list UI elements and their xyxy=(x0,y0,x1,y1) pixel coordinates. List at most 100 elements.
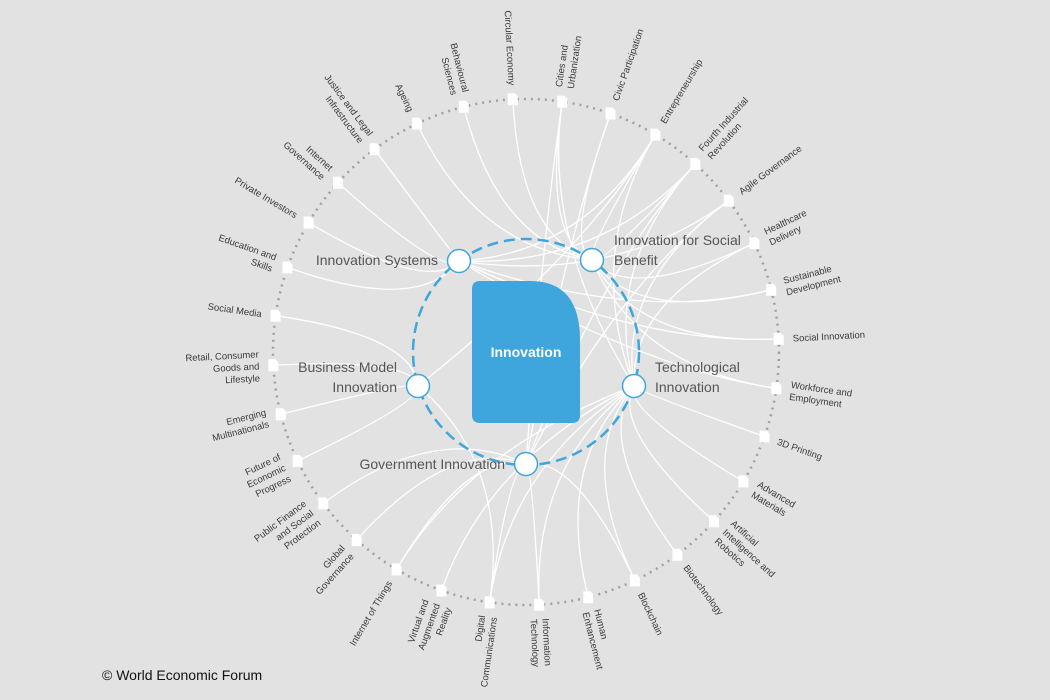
topic-node[interactable]: Biotechnology xyxy=(672,548,726,618)
topic-label-line: Internet of Things xyxy=(348,579,395,648)
document-icon xyxy=(534,598,545,611)
topic-link xyxy=(591,259,772,303)
topic-node[interactable]: Public Financeand SocialProtection xyxy=(252,497,329,564)
topic-node[interactable]: GlobalGovernance xyxy=(305,534,362,597)
topic-label: BehaviouralSciences xyxy=(436,42,471,97)
topic-node[interactable]: Private Investors xyxy=(232,175,314,229)
topic-link xyxy=(625,163,696,387)
topic-label: Virtual andAugmentedReality xyxy=(405,598,454,656)
topic-label: Biotechnology xyxy=(681,563,726,618)
topic-link xyxy=(356,457,527,541)
document-icon xyxy=(749,237,760,250)
document-icon xyxy=(766,283,777,296)
topic-label: Public Financeand SocialProtection xyxy=(252,499,323,564)
topic-node[interactable]: SustainableDevelopment xyxy=(766,262,842,298)
topic-node[interactable]: Blockchain xyxy=(629,574,665,637)
topic-node[interactable]: Entrepreneurship xyxy=(650,58,705,141)
document-icon xyxy=(275,408,286,421)
topic-node[interactable]: InformationTechnology xyxy=(527,598,553,668)
document-icon xyxy=(759,430,770,443)
topic-node[interactable]: Workforce andEmployment xyxy=(771,380,853,412)
hub-node-sys[interactable] xyxy=(446,248,472,274)
topic-node[interactable]: Agile Governance xyxy=(723,143,805,207)
topic-label-line: Ageing xyxy=(392,82,415,113)
topic-label: Social Innovation xyxy=(792,330,865,345)
topic-node[interactable]: EmergingMultinationals xyxy=(208,408,286,445)
topic-label: Civic Participation xyxy=(611,28,647,103)
topic-label: Social Media xyxy=(207,301,263,320)
center-title: Innovation xyxy=(491,344,562,360)
topic-label-line: Biotechnology xyxy=(681,563,726,618)
topic-link xyxy=(525,462,636,581)
topic-node[interactable]: HumanEnhancement xyxy=(580,591,617,671)
topic-node[interactable]: BehaviouralSciences xyxy=(436,42,471,113)
topic-node[interactable]: Retail, ConsumerGoods andLifestyle xyxy=(185,349,279,388)
hub-node-bus[interactable] xyxy=(405,373,431,399)
topic-node[interactable]: 3D Printing xyxy=(759,430,824,463)
document-icon xyxy=(650,128,661,141)
document-icon xyxy=(605,107,616,120)
topic-label-line: Circular Economy xyxy=(502,10,517,86)
topic-label-line: Urbanization xyxy=(566,35,585,89)
topic-label-line: Retail, Consumer xyxy=(185,349,259,364)
topic-node[interactable]: DigitalCommunications xyxy=(467,596,500,688)
topic-label: GlobalGovernance xyxy=(305,543,357,597)
topic-label-line: 3D Printing xyxy=(776,437,824,463)
topic-node[interactable]: AdvancedMaterials xyxy=(738,475,797,521)
document-icon xyxy=(557,95,568,108)
document-icon xyxy=(268,359,279,372)
topic-node[interactable]: Internet of Things xyxy=(348,563,402,648)
topic-label-line: Blockchain xyxy=(635,591,665,637)
topic-node[interactable]: Virtual andAugmentedReality xyxy=(405,584,454,656)
document-icon xyxy=(270,309,281,322)
topic-label-line: Education and xyxy=(217,233,278,264)
topic-node[interactable]: Civic Participation xyxy=(605,28,647,120)
topic-label-line: Social Innovation xyxy=(792,330,865,345)
topic-link xyxy=(396,462,527,570)
topic-label: EmergingMultinationals xyxy=(208,408,270,445)
topic-node[interactable]: Future ofEconomicProgress xyxy=(240,452,303,502)
topic-node[interactable]: Circular Economy xyxy=(502,10,518,106)
document-icon xyxy=(484,596,495,609)
document-icon xyxy=(583,591,594,604)
topic-node[interactable]: Fourth IndustrialRevolution xyxy=(690,96,760,170)
document-icon xyxy=(771,382,782,395)
topic-label: Entrepreneurship xyxy=(659,58,706,126)
document-icon xyxy=(672,548,683,561)
topic-node[interactable]: Social Media xyxy=(207,301,281,322)
topic-link xyxy=(612,134,656,387)
topic-link xyxy=(604,385,636,581)
topic-label: Agile Governance xyxy=(737,143,804,197)
topic-link xyxy=(633,242,755,387)
topic-node[interactable]: Social Innovation xyxy=(773,330,866,345)
topic-node[interactable]: Education andSkills xyxy=(213,233,293,275)
topic-node[interactable]: Justice and LegalInfrastructure xyxy=(312,73,380,156)
document-icon xyxy=(773,332,784,345)
center-node[interactable] xyxy=(472,281,580,423)
document-icon xyxy=(690,158,701,170)
document-icon xyxy=(709,515,719,528)
topic-label: HealthcareDelivery xyxy=(763,208,814,249)
topic-node[interactable]: ArtificialIntelligence andRobotics xyxy=(709,515,785,589)
topic-label: Fourth IndustrialRevolution xyxy=(697,96,760,162)
topic-node[interactable]: Ageing xyxy=(392,82,423,130)
document-icon xyxy=(391,563,402,576)
topic-label-line: Social Media xyxy=(207,301,263,320)
hub-label: Business Model xyxy=(298,359,397,375)
hub-node-tech[interactable] xyxy=(621,373,647,399)
hub-label: Government Innovation xyxy=(359,456,505,472)
topic-link xyxy=(322,448,527,504)
topic-node[interactable]: Cities andUrbanization xyxy=(554,33,585,108)
hub-node-soc[interactable] xyxy=(579,247,605,273)
topic-link xyxy=(580,113,612,261)
topic-label-line: Information xyxy=(539,618,552,666)
topic-node[interactable]: InternetGovernance xyxy=(281,131,343,189)
topic-label: DigitalCommunications xyxy=(467,615,500,689)
hub-node-gov[interactable] xyxy=(513,451,539,477)
topic-label: Blockchain xyxy=(635,591,665,637)
topic-node[interactable]: HealthcareDelivery xyxy=(749,208,814,250)
hub-label: Technological xyxy=(655,359,740,375)
document-icon xyxy=(292,454,303,467)
